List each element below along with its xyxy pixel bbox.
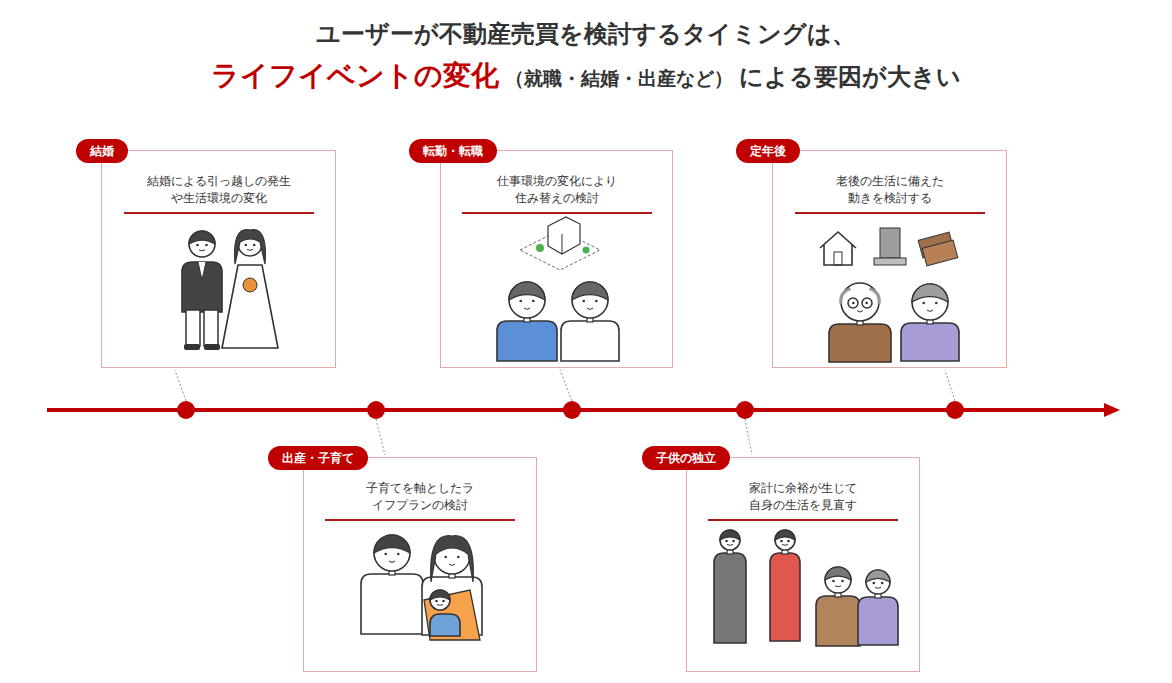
event-tag: 子供の独立 [642,446,730,470]
event-tag: 定年後 [736,139,800,163]
subtitle-text: （就職・結婚・出産など） [499,67,739,89]
event-description: 子育てを軸としたライフプランの検討 [325,480,515,521]
leader-lines [175,370,955,455]
event-tag: 結婚 [76,139,128,163]
event-card: 子供の独立家計に余裕が生じて自身の生活を見直す [686,457,920,672]
event-description: 仕事環境の変化により住み替えの検討 [462,173,652,214]
subtitle-text: による要因が大きい [739,63,961,91]
event-tag: 転勤・転職 [409,139,497,163]
event-tag: 出産・子育て [268,446,368,470]
subtitle-row: ライフイベントの変化（就職・結婚・出産など）による要因が大きい [0,56,1172,100]
event-description: 老後の生活に備えた動きを検討する [795,173,985,214]
event-card: 転勤・転職仕事環境の変化により住み替えの検討 [440,150,673,368]
figures [182,217,959,646]
event-description: 結婚による引っ越しの発生や生活環境の変化 [124,173,314,214]
subtitle-text: ライフイベントの変化 [211,59,499,92]
title: ユーザーが不動産売買を検討するタイミングは、 [0,18,1172,50]
timeline-dots [177,401,964,419]
event-card: 出産・子育て子育てを軸としたライフプランの検討 [303,457,537,672]
event-card: 結婚結婚による引っ越しの発生や生活環境の変化 [101,150,336,368]
event-card: 定年後老後の生活に備えた動きを検討する [772,150,1007,368]
event-description: 家計に余裕が生じて自身の生活を見直す [708,480,898,521]
